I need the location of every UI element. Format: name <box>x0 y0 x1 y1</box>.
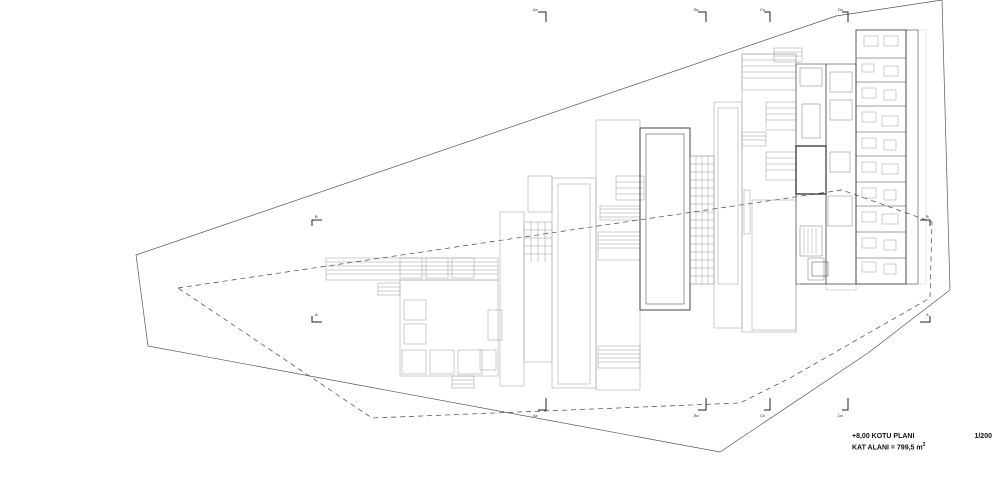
middle-strips <box>499 119 645 391</box>
site-boundary <box>135 0 951 453</box>
section-label-right-b: B <box>926 214 929 219</box>
section-label-left-b: B <box>315 214 318 219</box>
section-markers-top <box>538 11 849 22</box>
section-markers-bottom <box>538 398 849 411</box>
section-label-right-a: A <box>926 312 929 317</box>
section-label-left-a: A <box>315 312 318 317</box>
floor-area: KAT ALANI = 799,5 m2 <box>852 441 992 452</box>
lower-terrace-block <box>325 257 503 389</box>
floor-area-unit-sup: 2 <box>922 442 926 448</box>
section-label-bottom-4: Dx <box>838 413 843 418</box>
east-strips <box>713 47 803 333</box>
section-label-bottom-3: Cx <box>760 413 765 418</box>
setback-line <box>177 189 933 419</box>
section-label-top-4: Dx <box>838 7 843 12</box>
east-wing-building <box>795 29 927 291</box>
section-label-top-1: Ax <box>533 7 538 12</box>
section-label-bottom-2: Bx <box>694 413 699 418</box>
plan-title: +8,00 KOTU PLANI <box>852 433 915 440</box>
floor-area-label: KAT ALANI = 799,5 m <box>852 444 923 452</box>
plan-title-row: +8,00 KOTU PLANI 1/200 <box>852 432 992 441</box>
central-slab <box>639 127 715 311</box>
section-label-top-3: Cx <box>760 7 765 12</box>
plan-scale: 1/200 <box>974 433 992 440</box>
section-label-bottom-1: Ax <box>533 413 538 418</box>
title-block: +8,00 KOTU PLANI 1/200 KAT ALANI = 799,5… <box>852 432 992 452</box>
section-label-top-2: Bx <box>694 7 699 12</box>
section-markers-sides <box>311 219 931 323</box>
